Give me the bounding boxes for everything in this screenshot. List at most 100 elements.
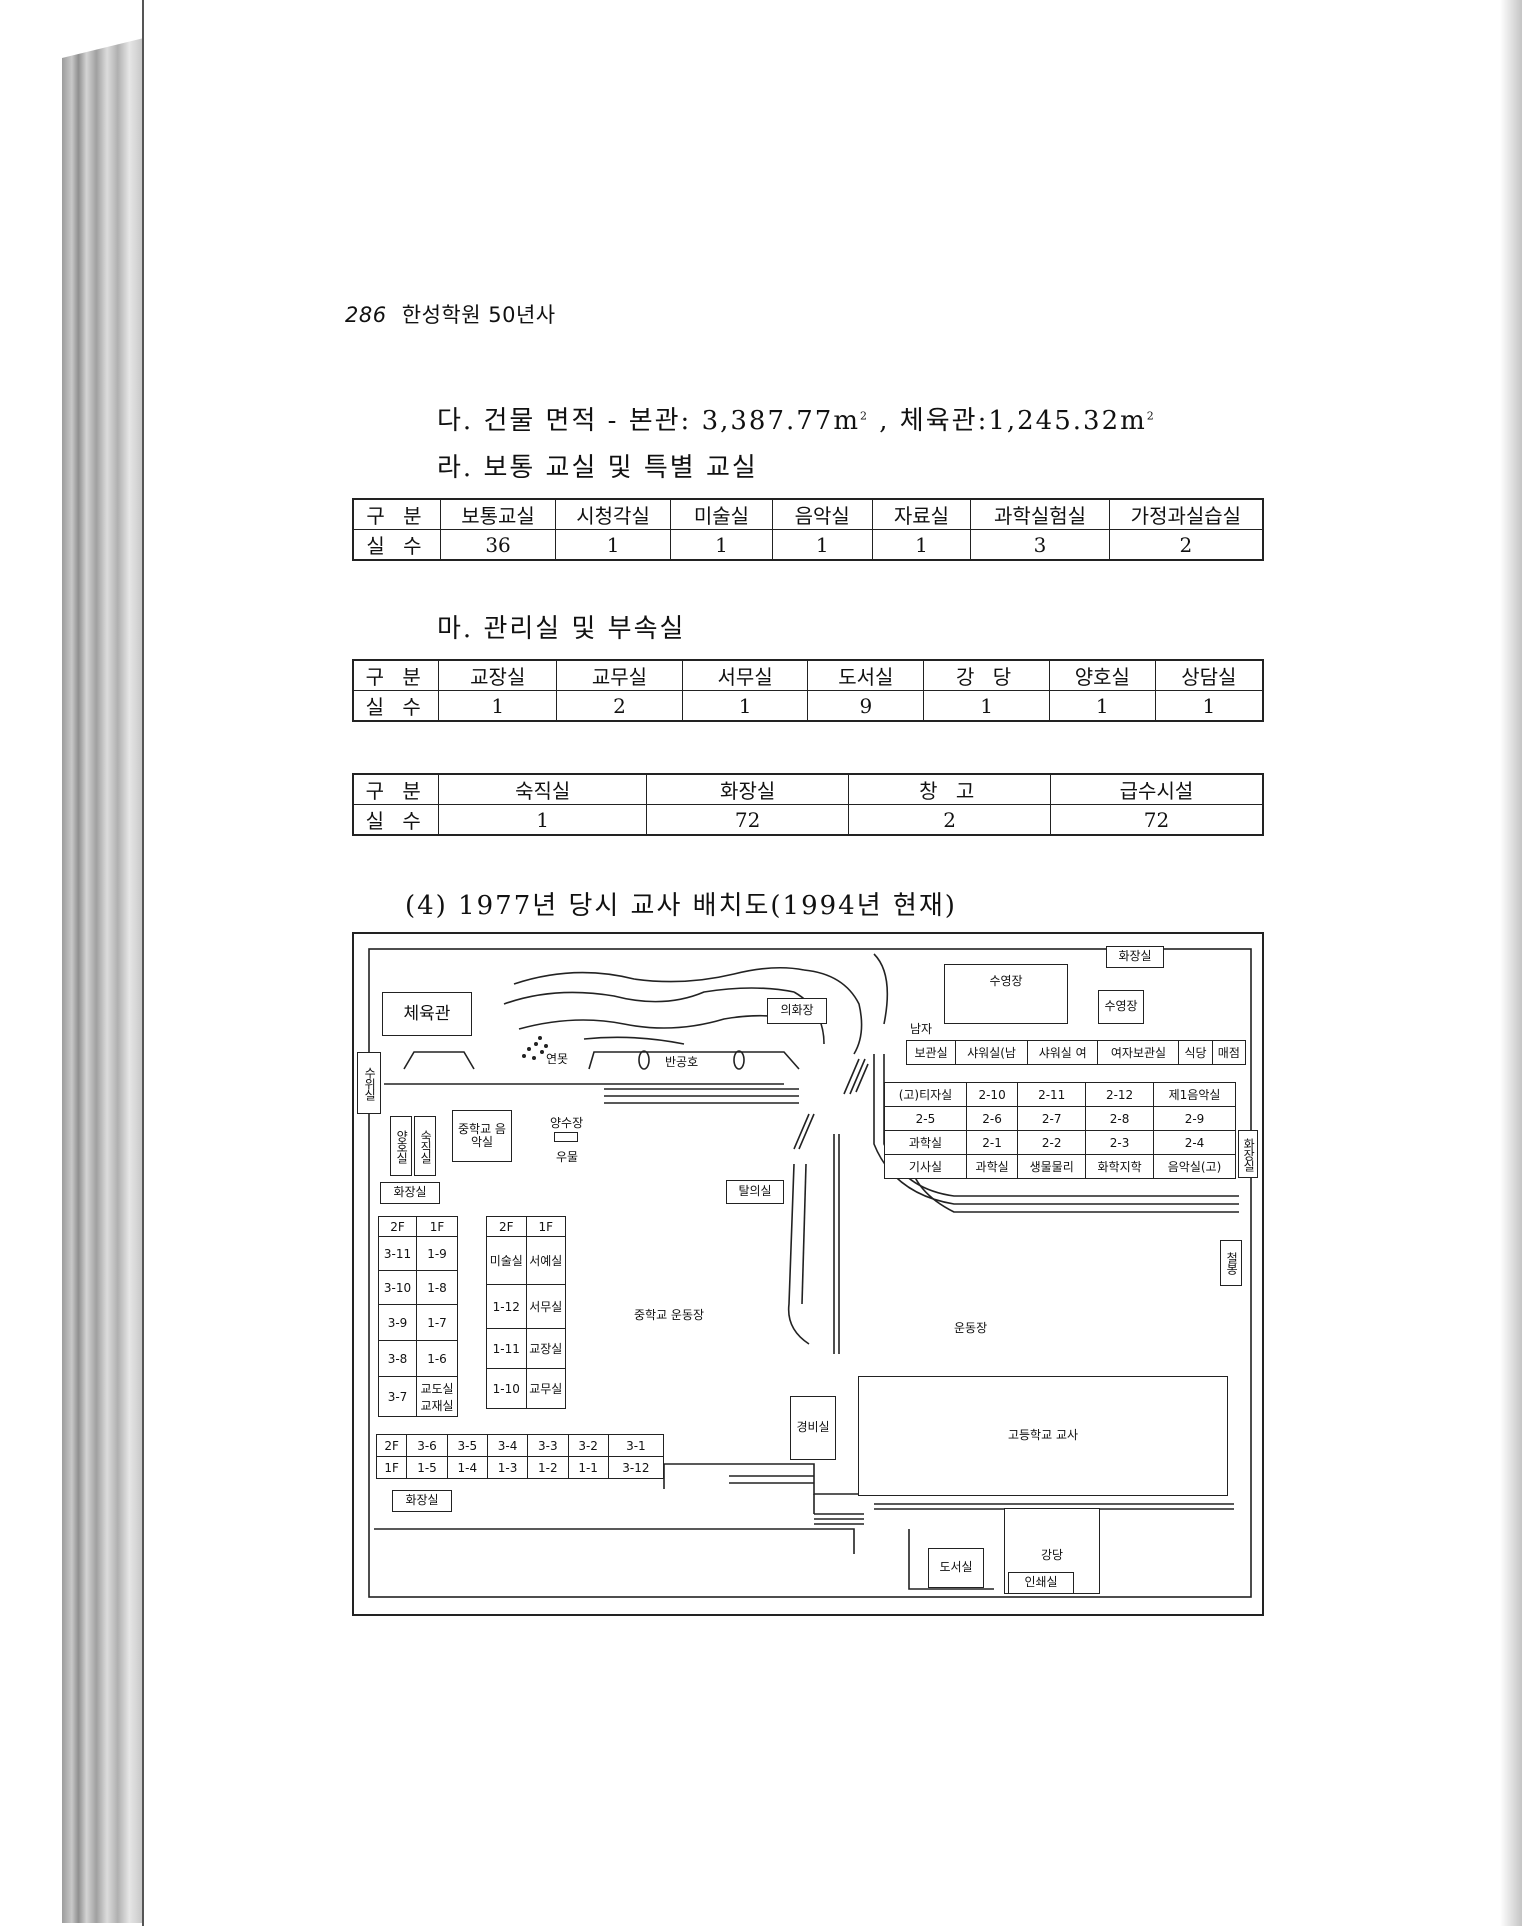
- table-row: 실 수 36 1 1 1 1 3 2: [352, 529, 1264, 561]
- grid-cell: 1-5: [406, 1456, 448, 1479]
- grid-cell: 2-7: [1017, 1106, 1087, 1131]
- grid-cell: 2-6: [965, 1106, 1019, 1131]
- table-header: 자료실: [871, 498, 972, 530]
- page-shadow: [1500, 0, 1522, 1926]
- table-cell: 실 수: [352, 529, 442, 561]
- table-cell: 72: [1049, 804, 1264, 836]
- table-cell: 72: [645, 804, 850, 836]
- grid-cell: 여자보관실: [1097, 1040, 1180, 1065]
- table-cell: 실 수: [352, 804, 440, 836]
- grid-cell: 3-7: [378, 1376, 417, 1417]
- grid-cell: 1F: [525, 1216, 566, 1237]
- grid-cell: 1-10: [486, 1368, 527, 1409]
- table-cell: 1: [681, 690, 809, 722]
- book-title: 한성학원 50년사: [401, 303, 556, 327]
- grid-cell: 교무실: [525, 1368, 566, 1409]
- grid-cell: 1-1: [567, 1456, 609, 1479]
- guard-left: 수위실: [357, 1052, 381, 1114]
- table-header: 강 당: [923, 659, 1050, 691]
- table-row: 구 분 숙직실 화장실 창 고 급수시설: [352, 773, 1264, 805]
- unit-sup2: 2: [1146, 409, 1156, 423]
- table-header: 구 분: [352, 498, 442, 530]
- grid-cell: 1-7: [416, 1304, 458, 1341]
- table-header: 급수시설: [1049, 773, 1264, 805]
- grid-cell: 2-12: [1085, 1082, 1155, 1107]
- grid-cell: 서무실: [525, 1284, 566, 1329]
- grid-cell: 샤워실(남: [955, 1040, 1028, 1065]
- table-cell: 1: [438, 804, 647, 836]
- restroom-right-label: 화장실: [1241, 1137, 1256, 1171]
- grid-cell: 2-1: [965, 1130, 1019, 1155]
- table-header: 시청각실: [555, 498, 672, 530]
- grid-cell: 음악실(고): [1153, 1154, 1236, 1179]
- grid-cell: 1-9: [416, 1236, 458, 1271]
- table-header: 구 분: [352, 659, 440, 691]
- bangong-label: 반공호: [665, 1055, 699, 1069]
- grid-cell: 과학실: [965, 1154, 1019, 1179]
- changing-room: 탈의실: [726, 1180, 784, 1204]
- infirmary-room: 양호실: [390, 1116, 412, 1176]
- guard-left-label: 수위실: [362, 1066, 377, 1100]
- book-page: [142, 0, 1522, 1926]
- iron-bars: 철봉: [1220, 1240, 1242, 1286]
- table-header: 숙직실: [438, 773, 647, 805]
- grid-cell: 1-2: [527, 1456, 569, 1479]
- high-school-building: 고등학교 교사: [858, 1376, 1228, 1496]
- table-header: 음악실: [771, 498, 873, 530]
- grid-cell: 1-8: [416, 1270, 458, 1305]
- unit: m: [833, 406, 861, 436]
- grid-cell: 2-10: [965, 1082, 1019, 1107]
- table-cell: 2: [1108, 529, 1264, 561]
- page-number: 286: [345, 303, 387, 327]
- grid-cell: 2-8: [1085, 1106, 1155, 1131]
- grid-cell: 1-3: [486, 1456, 529, 1479]
- well-box: [554, 1132, 578, 1142]
- grid-cell: 보관실: [905, 1040, 957, 1065]
- table-cell: 1: [1048, 690, 1156, 722]
- grid-cell: 샤워실 여: [1026, 1040, 1099, 1065]
- table-cell: 3: [970, 529, 1110, 561]
- table-row: 구 분 교장실 교무실 서무실 도서실 강 당 양호실 상담실: [352, 659, 1264, 691]
- grid-cell: 3-6: [406, 1434, 448, 1457]
- grid-cell: 3-5: [446, 1434, 488, 1457]
- grid-cell: 3-10: [378, 1270, 417, 1305]
- grid-cell: 1-12: [486, 1284, 527, 1329]
- grid-cell: 화학지학: [1085, 1154, 1155, 1179]
- facility-table: 구 분 숙직실 화장실 창 고 급수시설 실 수 1 72 2 72: [352, 773, 1264, 836]
- grid-cell: 3-3: [527, 1434, 569, 1457]
- building-area-text: 다. 건물 면적 - 본관: 3,387.77: [437, 406, 834, 436]
- grid-cell: 2-9: [1153, 1106, 1236, 1131]
- book-page-edges: [62, 38, 144, 1923]
- table-cell: 1: [555, 529, 672, 561]
- gym-building: 체육관: [382, 992, 472, 1036]
- grid-cell: 교장실: [525, 1328, 566, 1369]
- grid-cell: 매점: [1211, 1040, 1247, 1065]
- grid-cell: 2-4: [1153, 1130, 1236, 1155]
- restroom-top-mid: 의화장: [767, 998, 827, 1024]
- iron-bars-label: 철봉: [1224, 1252, 1239, 1274]
- table-header: 과학실험실: [970, 498, 1110, 530]
- grid-cell: 3-12: [607, 1456, 665, 1479]
- table-cell: 1: [670, 529, 773, 561]
- grid-cell: 2F: [378, 1216, 417, 1237]
- table-row: 실 수 1 2 1 9 1 1 1: [352, 690, 1264, 722]
- heading-building-area: 다. 건물 면적 - 본관: 3,387.77m2 , 체육관:1,245.32…: [437, 400, 1156, 437]
- table-row: 구 분 보통교실 시청각실 미술실 음악실 자료실 과학실험실 가정과실습실: [352, 498, 1264, 530]
- heading-admin-rooms: 마. 관리실 및 부속실: [437, 614, 686, 644]
- grid-cell: 2F: [486, 1216, 527, 1237]
- table-cell: 1: [771, 529, 873, 561]
- grid-cell: 1-11: [486, 1328, 527, 1369]
- well-label: 우물: [556, 1150, 579, 1164]
- restroom-bottom: 화장실: [392, 1490, 452, 1512]
- restroom-left: 화장실: [380, 1182, 440, 1204]
- grid-cell: 1-6: [416, 1340, 458, 1377]
- table-cell: 2: [848, 804, 1051, 836]
- table-header: 화장실: [645, 773, 850, 805]
- grid-cell: 과학실: [884, 1130, 967, 1155]
- grid-cell: 1-4: [446, 1456, 488, 1479]
- table-header: 교장실: [438, 659, 558, 691]
- unit2: m: [1120, 406, 1147, 436]
